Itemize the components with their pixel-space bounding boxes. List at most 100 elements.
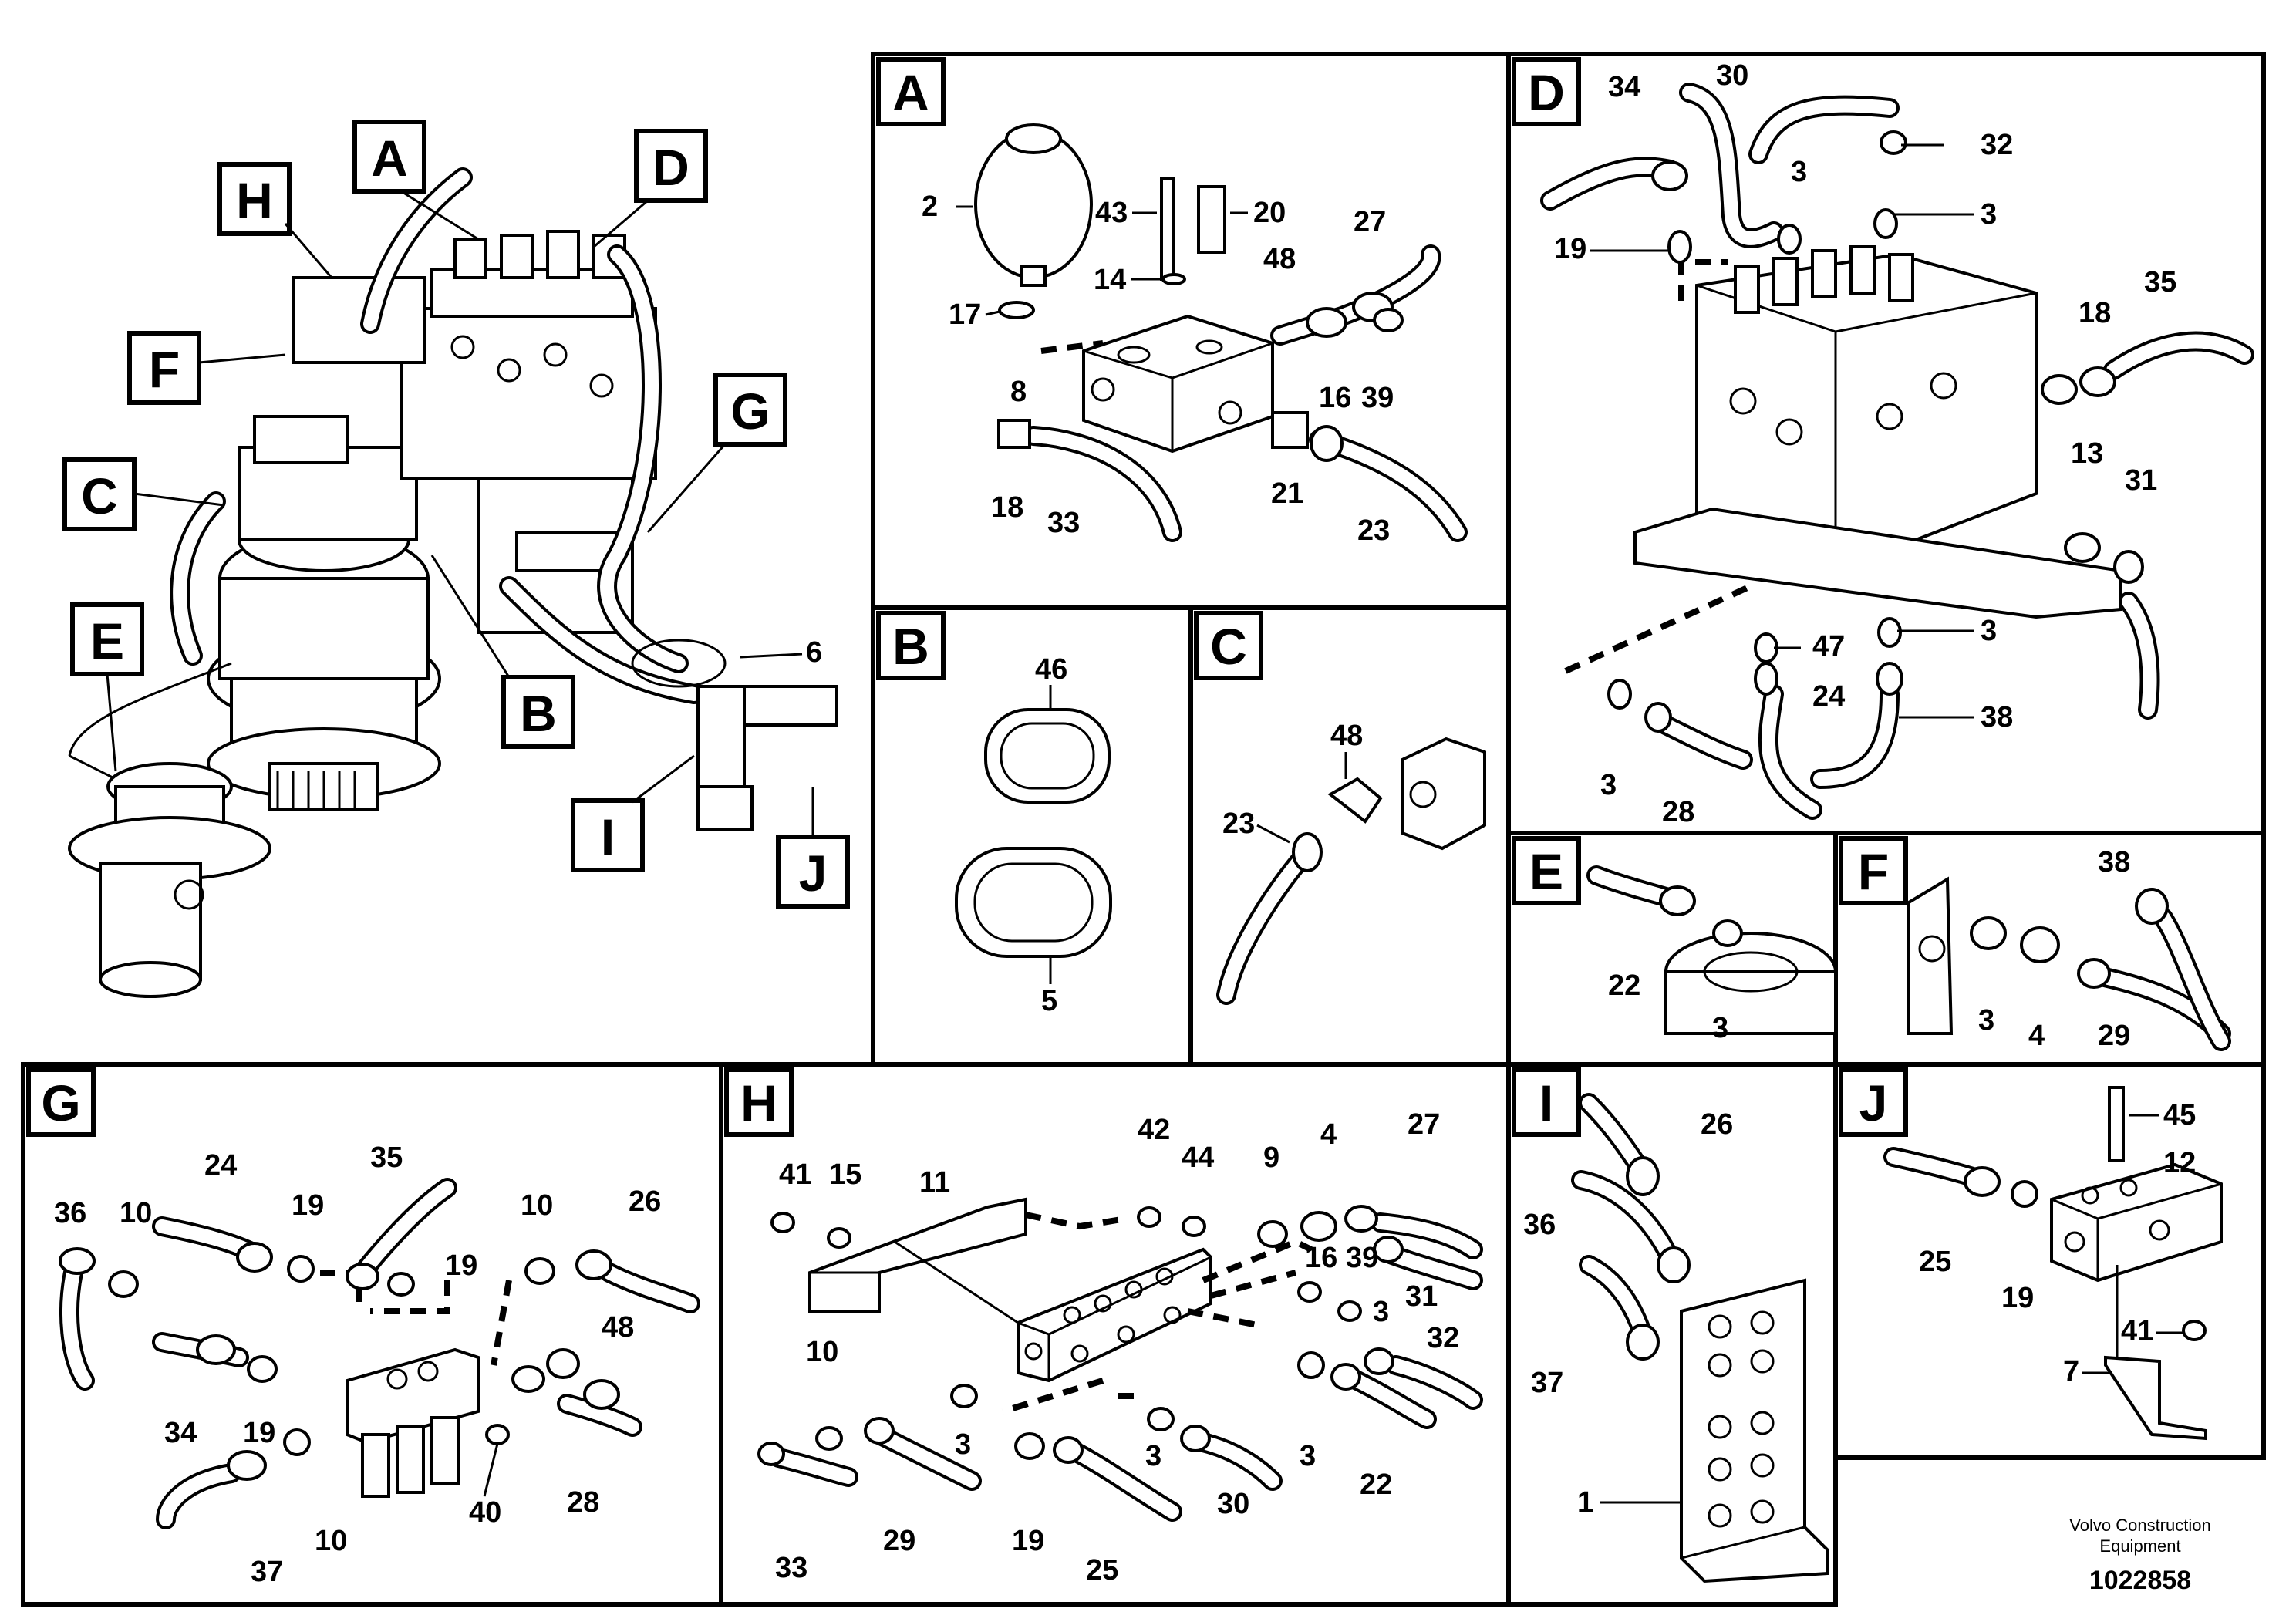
overview-tag-f[interactable]: F xyxy=(127,331,201,405)
callout-number: 40 xyxy=(469,1496,501,1529)
callout-number: 7 xyxy=(2063,1355,2079,1388)
panel-g-letter: G xyxy=(41,1074,80,1131)
callout-number: 29 xyxy=(883,1525,915,1557)
callout-number: 19 xyxy=(445,1249,477,1282)
panel-e: E 22 3 xyxy=(1512,836,1837,1044)
panel-j: J 45 12 25 19 41 7 xyxy=(1839,1067,2223,1441)
callout-number: 13 xyxy=(2071,437,2103,470)
callout-number: 35 xyxy=(370,1141,403,1174)
callout-number: 41 xyxy=(779,1158,811,1191)
callout-number: 36 xyxy=(1523,1209,1556,1241)
callout-number: 14 xyxy=(1094,264,1126,296)
callout-number: 10 xyxy=(120,1197,152,1229)
panel-c: C 48 23 xyxy=(1194,611,1486,1005)
callout-number: 24 xyxy=(204,1149,237,1182)
callout-number: 33 xyxy=(775,1552,807,1584)
control-valve-drawing xyxy=(292,230,657,634)
callout-number: 34 xyxy=(1608,71,1640,103)
callout-number: 2 xyxy=(922,191,938,223)
overview-tag-d[interactable]: D xyxy=(634,129,708,203)
overview-tag-e[interactable]: E xyxy=(70,602,144,676)
panel-h-callouts: 41 15 11 42 44 9 4 27 16 39 31 3 32 10 3… xyxy=(775,1108,1459,1587)
panel-d-callouts: 34 30 32 3 3 19 18 35 13 31 47 3 24 38 3… xyxy=(1554,59,2176,828)
overview-tag-b[interactable]: B xyxy=(501,675,575,749)
panel-a: A 2 43 20 2 xyxy=(876,57,1468,547)
callout-number: 29 xyxy=(2098,1020,2130,1052)
panel-i: I 26 36 37 1 xyxy=(1512,1067,1829,1583)
panel-h: H xyxy=(724,1067,1483,1587)
footer: Volvo Construction Equipment 1022858 xyxy=(2069,1516,2210,1595)
svg-text:F: F xyxy=(149,341,180,398)
callout-number: 48 xyxy=(1330,720,1363,752)
panel-a-callouts: 2 43 20 27 17 14 48 8 16 39 18 33 21 23 xyxy=(922,191,1394,547)
overview-tag-h[interactable]: H xyxy=(217,162,292,236)
panel-c-letter: C xyxy=(1210,618,1247,675)
callout-number: 24 xyxy=(1812,680,1845,713)
callout-number: 1 xyxy=(1577,1486,1593,1519)
overview-tags: A D H F G xyxy=(62,120,850,909)
callout-number: 23 xyxy=(1222,808,1255,840)
callout-number: 11 xyxy=(919,1166,950,1199)
callout-number: 22 xyxy=(1608,969,1640,1002)
callout-number: 10 xyxy=(806,1336,838,1368)
panel-g-callouts: 36 10 24 19 35 19 10 26 48 34 19 10 37 4… xyxy=(54,1141,661,1588)
svg-text:G: G xyxy=(730,383,770,440)
callout-number: 38 xyxy=(1981,701,2013,733)
overview-assembly: A D H F G xyxy=(62,120,850,998)
panel-e-callouts: 22 3 xyxy=(1608,969,1728,1044)
callout-number: 26 xyxy=(1701,1108,1733,1141)
callout-number: 19 xyxy=(1012,1525,1044,1557)
panel-i-letter: I xyxy=(1539,1074,1553,1131)
panel-b-callouts: 46 5 xyxy=(1035,653,1067,1017)
callout-number: 3 xyxy=(1712,1012,1728,1044)
svg-text:J: J xyxy=(799,845,828,902)
panel-f-callouts: 38 3 4 29 xyxy=(1978,846,2130,1052)
callout-number: 21 xyxy=(1271,477,1303,510)
svg-text:C: C xyxy=(81,467,118,524)
svg-text:B: B xyxy=(520,685,557,742)
callout-number: 3 xyxy=(1145,1440,1161,1472)
svg-text:E: E xyxy=(90,612,124,669)
callout-number: 20 xyxy=(1253,197,1286,229)
callout-number: 37 xyxy=(251,1556,283,1588)
footer-org-line1: Volvo Construction xyxy=(2069,1516,2210,1535)
callout-number: 19 xyxy=(243,1417,275,1449)
callout-number: 27 xyxy=(1408,1108,1440,1141)
overview-tag-i[interactable]: I xyxy=(571,798,645,872)
callout-number: 28 xyxy=(567,1486,599,1519)
callout-number: 41 xyxy=(2121,1315,2153,1347)
callout-number: 3 xyxy=(1981,615,1997,647)
callout-number: 38 xyxy=(2098,846,2130,878)
callout-number: 36 xyxy=(54,1197,86,1229)
callout-number: 39 xyxy=(1346,1242,1378,1274)
overview-tag-g[interactable]: G xyxy=(713,373,787,447)
callout-number: 16 xyxy=(1305,1242,1337,1274)
overview-tag-c[interactable]: C xyxy=(62,457,137,531)
callout-number: 37 xyxy=(1531,1367,1563,1399)
callout-number: 35 xyxy=(2144,266,2176,298)
callout-number: 42 xyxy=(1138,1114,1170,1146)
overview-tag-a[interactable]: A xyxy=(352,120,426,194)
callout-number: 44 xyxy=(1182,1141,1214,1174)
svg-text:H: H xyxy=(236,172,273,229)
callout-number: 18 xyxy=(991,491,1023,524)
callout-number: 39 xyxy=(1361,382,1394,414)
callout-number: 23 xyxy=(1357,514,1390,547)
callout-number: 32 xyxy=(1427,1322,1459,1354)
panel-frames xyxy=(21,52,2266,1607)
callout-number: 22 xyxy=(1360,1469,1392,1501)
callout-number: 47 xyxy=(1812,630,1845,663)
overview-hoses xyxy=(68,167,704,781)
callout-number: 16 xyxy=(1319,382,1351,414)
rotary-joint-drawing xyxy=(68,762,271,998)
panel-j-callouts: 45 12 25 19 41 7 xyxy=(1919,1099,2196,1388)
panel-c-callouts: 48 23 xyxy=(1222,720,1363,844)
overview-manifold-drawing xyxy=(631,639,838,831)
callout-number: 46 xyxy=(1035,653,1067,686)
callout-number: 25 xyxy=(1086,1554,1118,1587)
overview-tag-j[interactable]: J xyxy=(776,835,850,909)
callout-number: 19 xyxy=(1554,233,1586,265)
panel-j-letter: J xyxy=(1859,1074,1888,1131)
panel-f-letter: F xyxy=(1858,843,1889,900)
callout-number: 18 xyxy=(2079,297,2111,329)
